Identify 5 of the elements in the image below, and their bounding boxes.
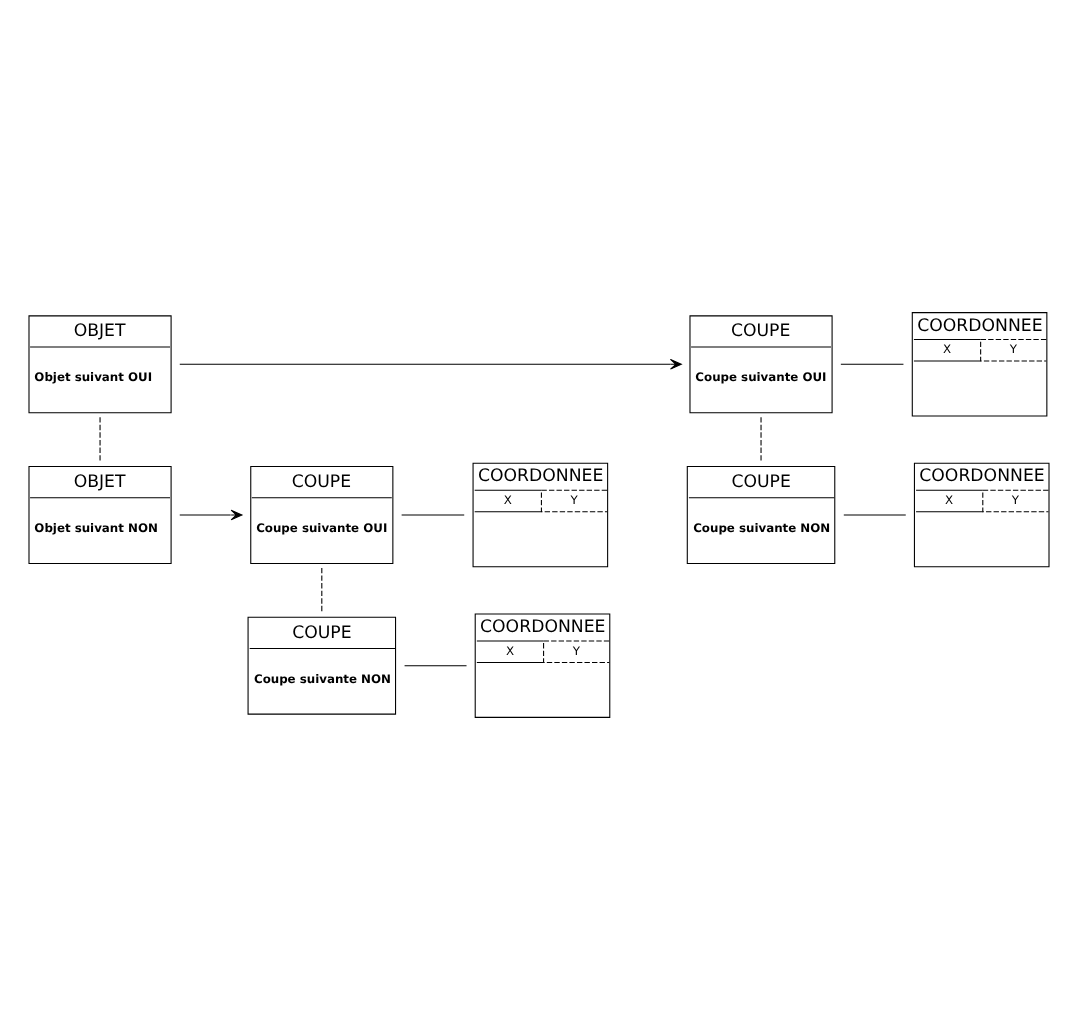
connector [321,566,323,613]
arrow [179,508,243,520]
connector [404,664,468,666]
connector [840,362,904,364]
arrow [179,357,682,369]
